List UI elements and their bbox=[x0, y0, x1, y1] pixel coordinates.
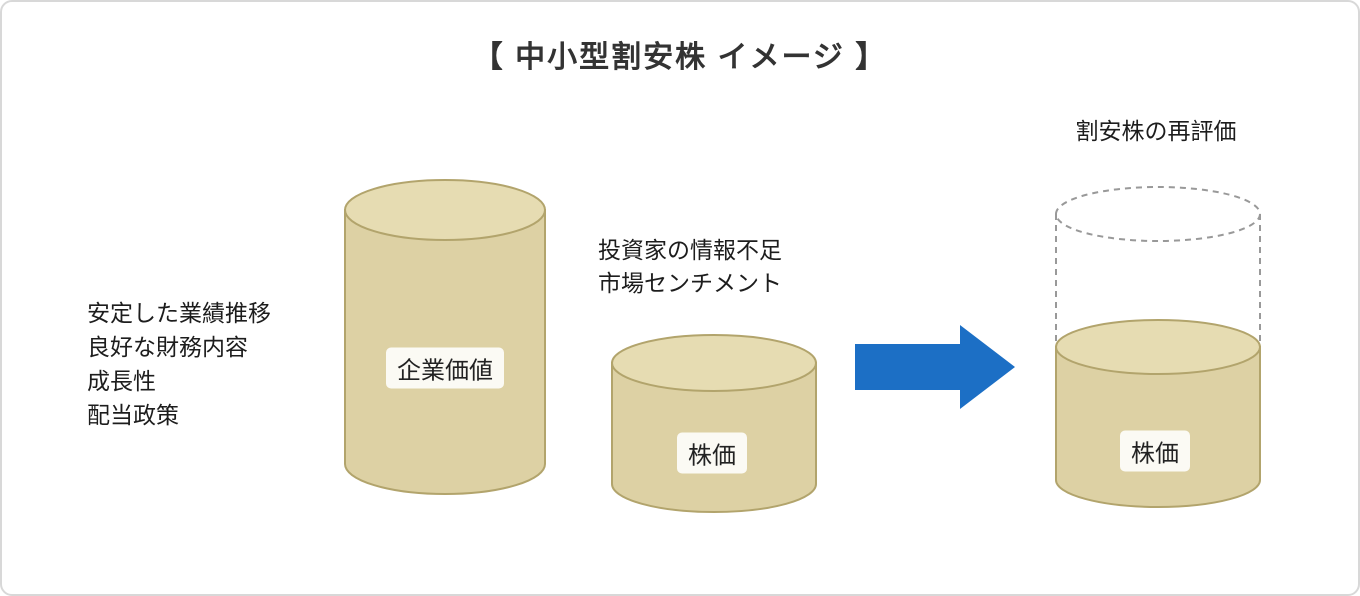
dashed-potential-ellipse bbox=[1055, 186, 1261, 242]
factors-list: 安定した業績推移 良好な財務内容 成長性 配当政策 bbox=[87, 296, 271, 432]
factor-line: 成長性 bbox=[87, 368, 156, 394]
revaluation-caption: 割安株の再評価 bbox=[1075, 118, 1237, 144]
note-line: 投資家の情報不足 bbox=[598, 237, 782, 263]
corporate-value-cylinder bbox=[340, 177, 550, 502]
cylinder-shape bbox=[611, 334, 817, 513]
factor-line: 良好な財務内容 bbox=[87, 334, 248, 360]
cylinder-shape bbox=[344, 179, 546, 495]
note-line: 市場センチメント bbox=[598, 270, 782, 296]
arrow-shape bbox=[855, 325, 1015, 409]
stock-price-label: 株価 bbox=[677, 432, 747, 474]
middle-note: 投資家の情報不足 市場センチメント bbox=[598, 234, 782, 300]
factor-line: 配当政策 bbox=[87, 402, 179, 428]
right-arrow-icon bbox=[855, 325, 1015, 414]
diagram-title: 【 中小型割安株 イメージ 】 bbox=[472, 41, 888, 74]
stock-price-cylinder bbox=[607, 332, 821, 522]
corporate-value-label: 企業価値 bbox=[386, 347, 504, 389]
cylinder-shape bbox=[1055, 186, 1261, 508]
revalued-stock-price-label: 株価 bbox=[1120, 430, 1190, 472]
revalued-cylinder bbox=[1051, 184, 1265, 519]
factor-line: 安定した業績推移 bbox=[87, 300, 271, 326]
